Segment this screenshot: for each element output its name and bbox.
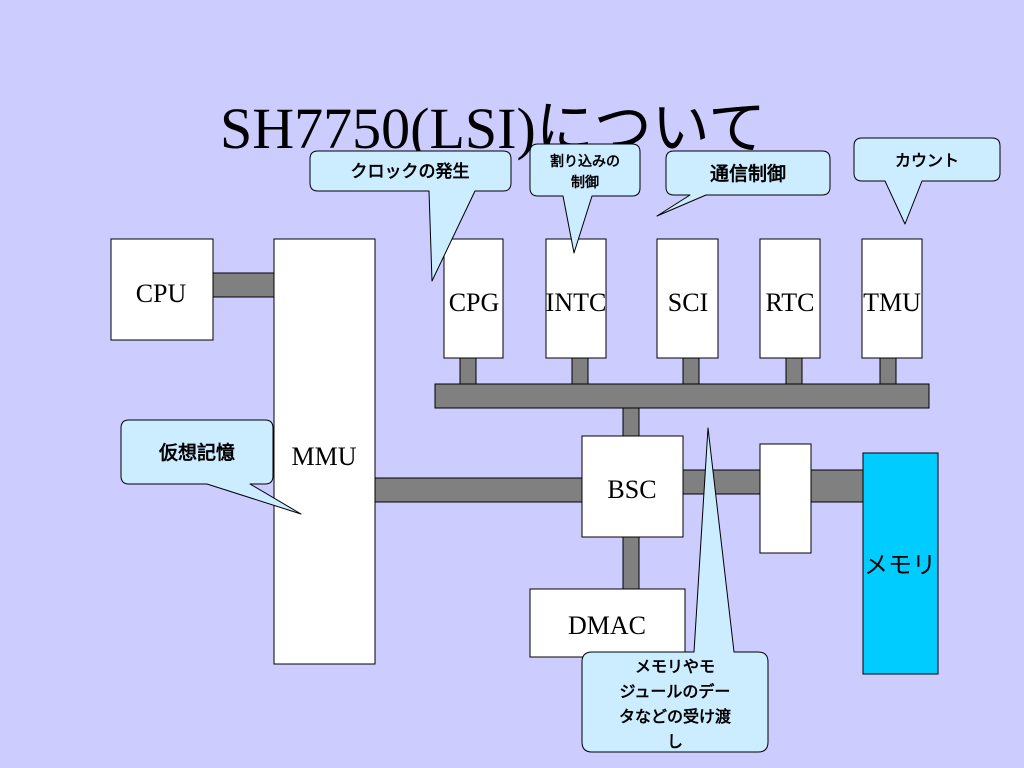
sci-block (656, 238, 719, 359)
mmu-block (273, 238, 376, 665)
sci-label: SCI (668, 288, 708, 317)
intc-label: INTC (546, 288, 607, 317)
dmac-label: DMAC (568, 611, 646, 640)
cpg-label: CPG (449, 288, 500, 317)
tmu-block (861, 238, 923, 359)
cpg-callout (309, 150, 512, 282)
bus-bsc-link (622, 407, 640, 437)
intc-block (545, 238, 607, 359)
bus-lines (212, 272, 930, 590)
bsc-label: BSC (607, 475, 656, 504)
bsc-callout (581, 427, 769, 753)
mmu-bsc-bus (374, 477, 583, 503)
intc-callout-text-line2: 制御 (571, 174, 599, 191)
rtc-bus-link (785, 357, 803, 385)
intc-callout (529, 143, 641, 254)
bsc-callout-text-line4: し (667, 732, 683, 751)
buffer-block (759, 443, 812, 554)
rtc-label: RTC (765, 288, 814, 317)
bsc-block (581, 435, 684, 538)
bsc-buffer-bus (682, 469, 762, 495)
sci-bus-link (682, 357, 700, 385)
buffer-memory-bus (810, 469, 864, 503)
bsc-callout-text-line3: タなどの受け渡 (619, 707, 732, 726)
cpu-mmu-connector (212, 272, 276, 298)
rtc-block (759, 238, 821, 359)
bsc-callout-text-line1: メモリやモ (635, 657, 715, 676)
intc-bus-link (571, 357, 589, 385)
slide-title: SH7750(LSI)について (220, 96, 767, 161)
bsc-dmac-link (622, 536, 640, 590)
cpg-callout-text: クロックの発生 (351, 161, 470, 182)
bsc-callout-text-line2: ジュールのデー (620, 682, 731, 701)
dmac-block (529, 588, 686, 658)
cpg-block (443, 238, 504, 359)
mmu-callout-text: 仮想記憶 (158, 441, 235, 464)
mmu-callout (120, 419, 302, 515)
tmu-bus-link (879, 357, 897, 385)
memory-block (862, 452, 939, 675)
memory-label: メモリ (864, 551, 936, 579)
tmu-label: TMU (863, 288, 921, 317)
cpu-block (110, 238, 214, 341)
cpu-label: CPU (136, 279, 187, 308)
sci-callout (656, 150, 831, 217)
intc-callout-text-line1: 割り込みの (550, 153, 620, 170)
mmu-label: MMU (291, 442, 356, 471)
sci-callout-text: 通信制御 (710, 162, 786, 185)
tmu-callout (853, 137, 1001, 225)
cpg-bus-link (459, 357, 477, 385)
peripheral-bus (434, 383, 930, 409)
tmu-callout-text: カウント (895, 151, 959, 170)
